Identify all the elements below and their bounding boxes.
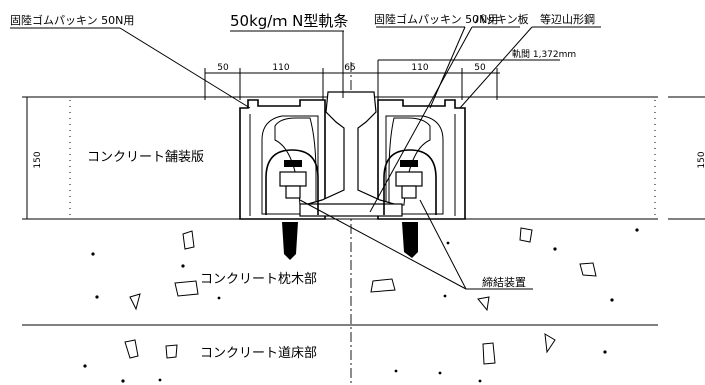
packing-plate-shape: [299, 203, 403, 217]
dim-110-left: 110: [272, 63, 289, 73]
rubber-packing-right: [377, 99, 466, 220]
concrete-pavement-label: コンクリート舗装版: [87, 150, 204, 165]
rubber-packing-left: [239, 99, 326, 220]
packing-plate-label: パッキン板: [474, 12, 529, 26]
width-dimension-chain: 50 110 65 110 50 軌間 1,372mm: [204, 48, 576, 100]
concrete-bed-label: コンクリート道床部: [200, 346, 317, 361]
leader-lines: [10, 26, 601, 290]
dim-50-left: 50: [217, 63, 229, 73]
dim-65: 65: [344, 63, 355, 73]
height-label-left: 150: [33, 151, 43, 168]
height-dimension-left: 150: [22, 96, 43, 220]
gauge-label: 軌間 1,372mm: [512, 48, 576, 60]
concrete-aggregate: [83, 227, 639, 383]
rail-profile: [307, 91, 395, 213]
rail-label: 50kg/ｍ N型軌条: [230, 12, 348, 30]
packing-left-label: 固陸ゴムパッキン 50N用: [10, 13, 134, 27]
concrete-sleeper-label: コンクリート枕木部: [200, 272, 317, 287]
fastener-label: 締結装置: [482, 275, 526, 289]
height-label-right: 150: [697, 151, 705, 168]
height-dimension-right: 150: [697, 151, 705, 168]
fastener-right: [383, 149, 437, 258]
packing-right-label: 固陸ゴムパッキン 50N用: [374, 12, 498, 26]
dim-110-right: 110: [411, 63, 428, 73]
angle-steel-label: 等辺山形鋼: [540, 12, 595, 26]
fastener-left: [265, 149, 319, 260]
dim-50-right: 50: [474, 63, 486, 73]
